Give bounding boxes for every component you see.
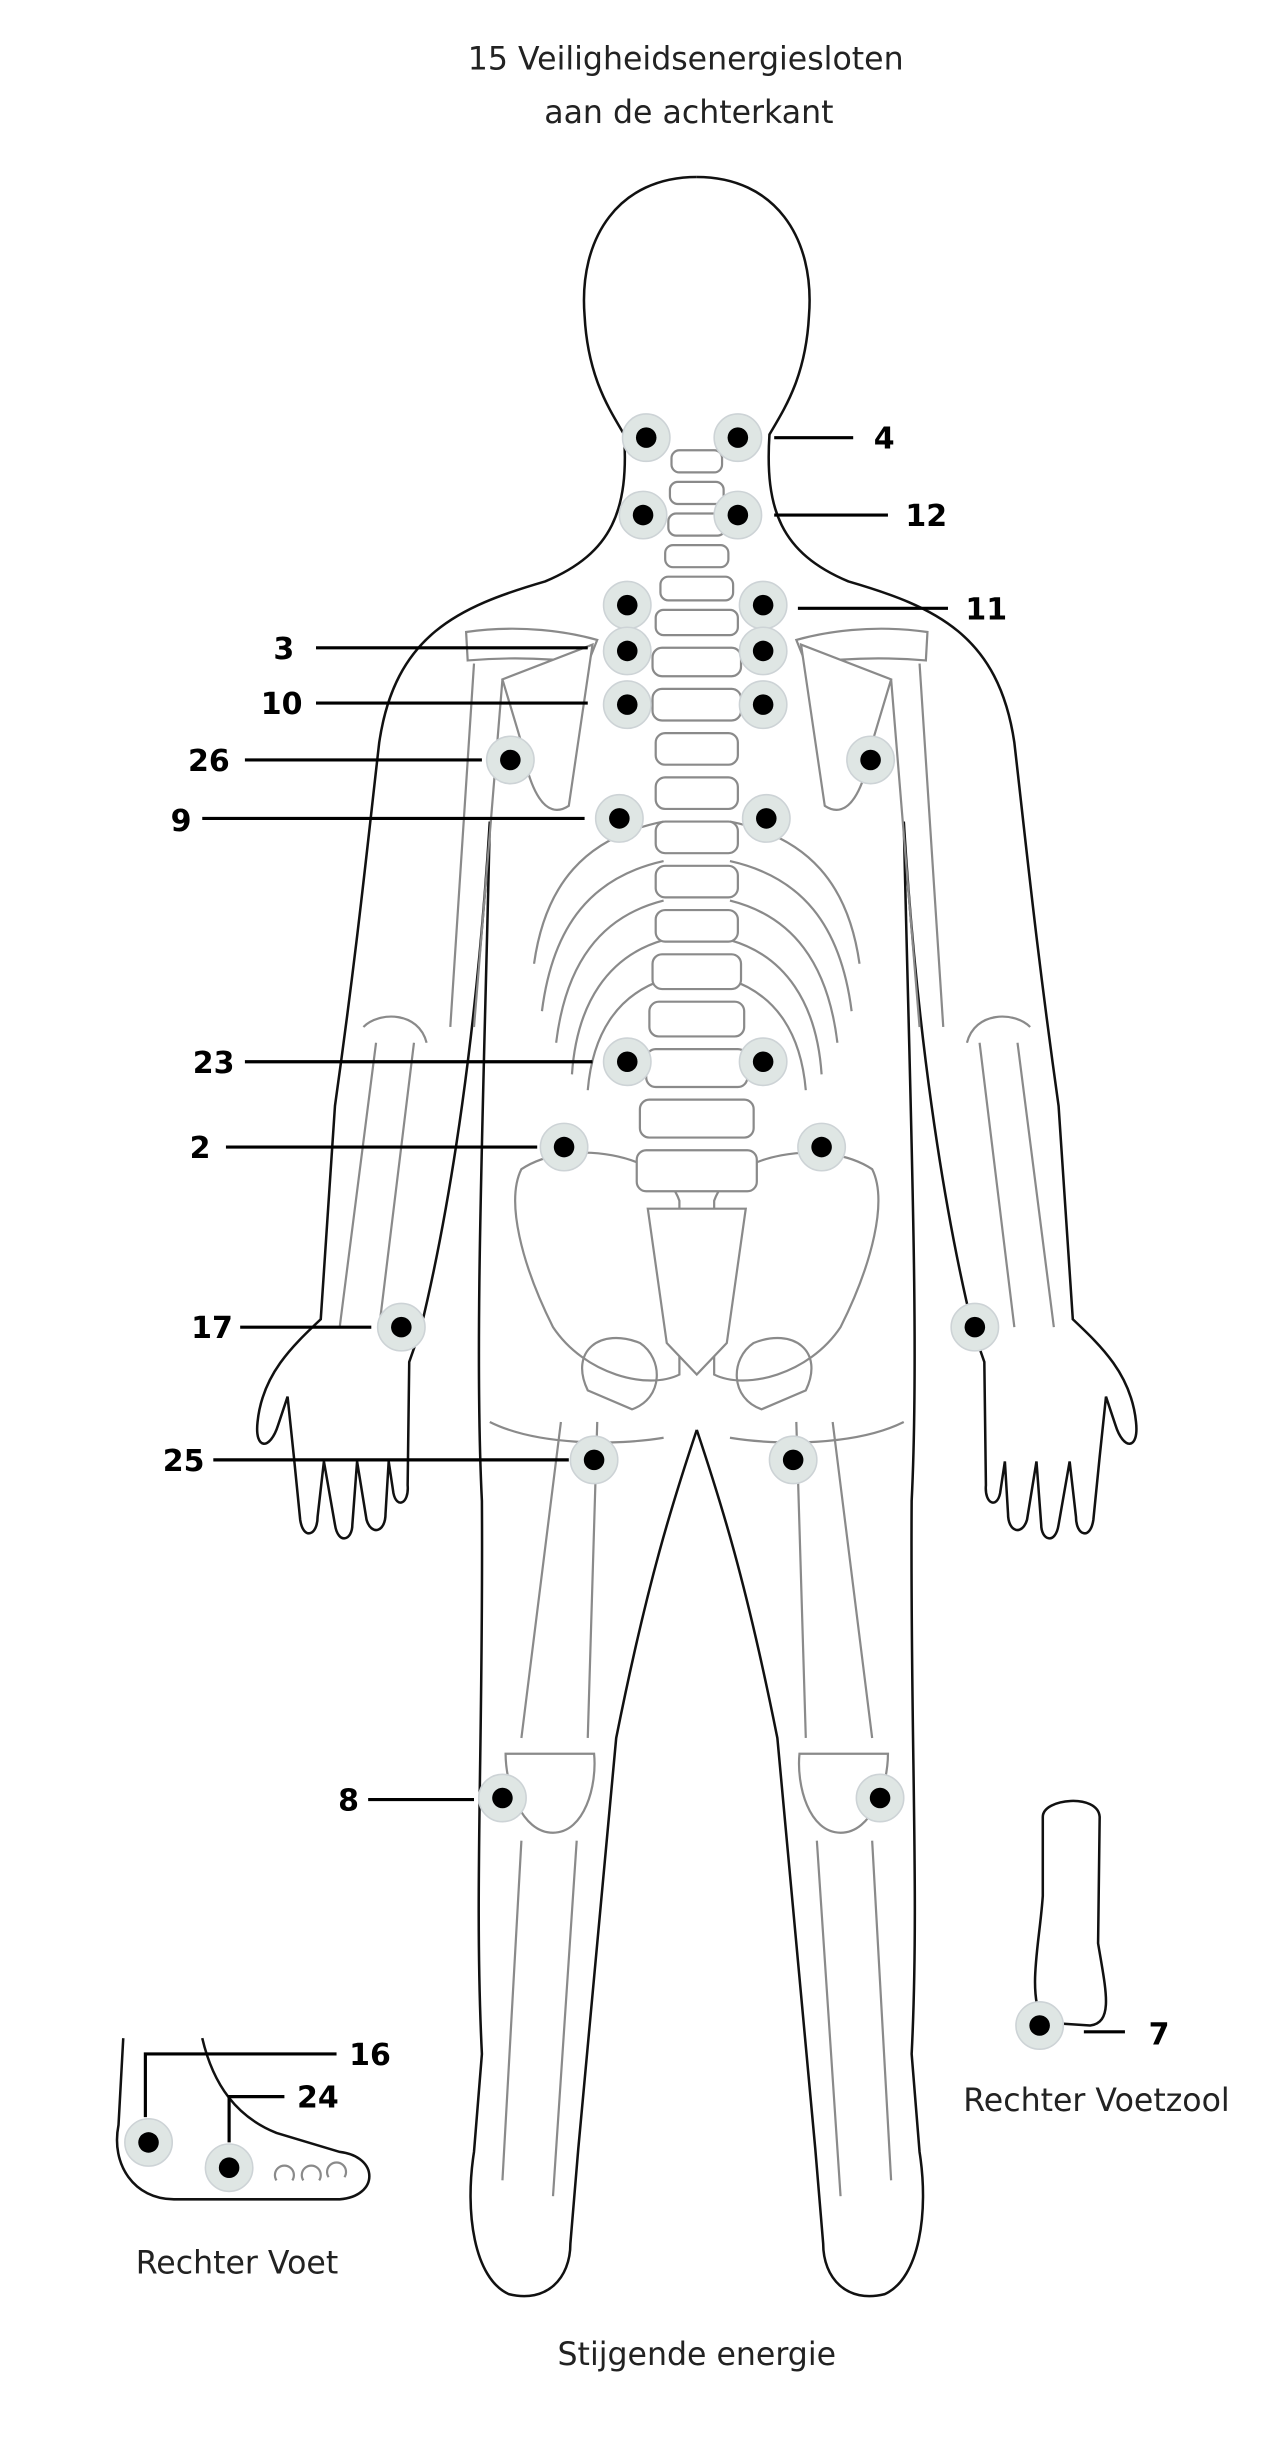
label-16: 16 (349, 2038, 391, 2073)
label-3: 3 (273, 632, 294, 667)
energy-point (738, 626, 788, 676)
energy-point (713, 490, 763, 540)
energy-point (855, 1773, 905, 1823)
energy-point (376, 1302, 426, 1352)
label-7: 7 (1149, 2017, 1170, 2052)
label-17: 17 (191, 1311, 233, 1346)
energy-point (485, 735, 535, 785)
body-outline (255, 175, 1138, 2298)
title-line-1: 15 Veiligheidsenergiesloten (468, 42, 904, 78)
caption-footer: Stijgende energie (558, 2337, 837, 2373)
energy-point (569, 1435, 619, 1485)
label-25: 25 (163, 1444, 205, 1479)
caption-right-sole: Rechter Voetzool (963, 2083, 1229, 2119)
label-12: 12 (905, 499, 947, 534)
energy-point (768, 1435, 818, 1485)
energy-point (602, 626, 652, 676)
energy-point (950, 1302, 1000, 1352)
title-line-2: aan de achterkant (544, 95, 833, 131)
energy-point (738, 580, 788, 630)
energy-point (621, 413, 671, 463)
label-9: 9 (171, 804, 192, 839)
label-10: 10 (261, 687, 303, 722)
label-24: 24 (297, 2081, 339, 2116)
energy-point (713, 413, 763, 463)
right-foot-inset (115, 2037, 371, 2201)
energy-point (204, 2143, 254, 2193)
right-sole-inset (1033, 1799, 1108, 2027)
energy-point (602, 1037, 652, 1087)
label-11: 11 (965, 592, 1007, 627)
energy-point (602, 680, 652, 730)
label-23: 23 (193, 1046, 235, 1081)
energy-point (738, 1037, 788, 1087)
energy-point (594, 793, 644, 843)
energy-point (1015, 2001, 1065, 2050)
energy-point (618, 490, 668, 540)
energy-point (797, 1122, 847, 1172)
energy-point (741, 793, 791, 843)
label-8: 8 (338, 1784, 359, 1819)
caption-right-foot: Rechter Voet (136, 2246, 338, 2282)
energy-point (539, 1122, 589, 1172)
energy-point (602, 580, 652, 630)
energy-point (477, 1773, 527, 1823)
energy-point (124, 2117, 174, 2167)
spine (635, 449, 758, 1377)
label-26: 26 (188, 744, 230, 779)
energy-point (846, 735, 896, 785)
leader-lines (143, 436, 1125, 2143)
label-4: 4 (874, 422, 895, 457)
energy-points (124, 413, 1065, 2193)
energy-point (738, 680, 788, 730)
label-2: 2 (190, 1131, 211, 1166)
